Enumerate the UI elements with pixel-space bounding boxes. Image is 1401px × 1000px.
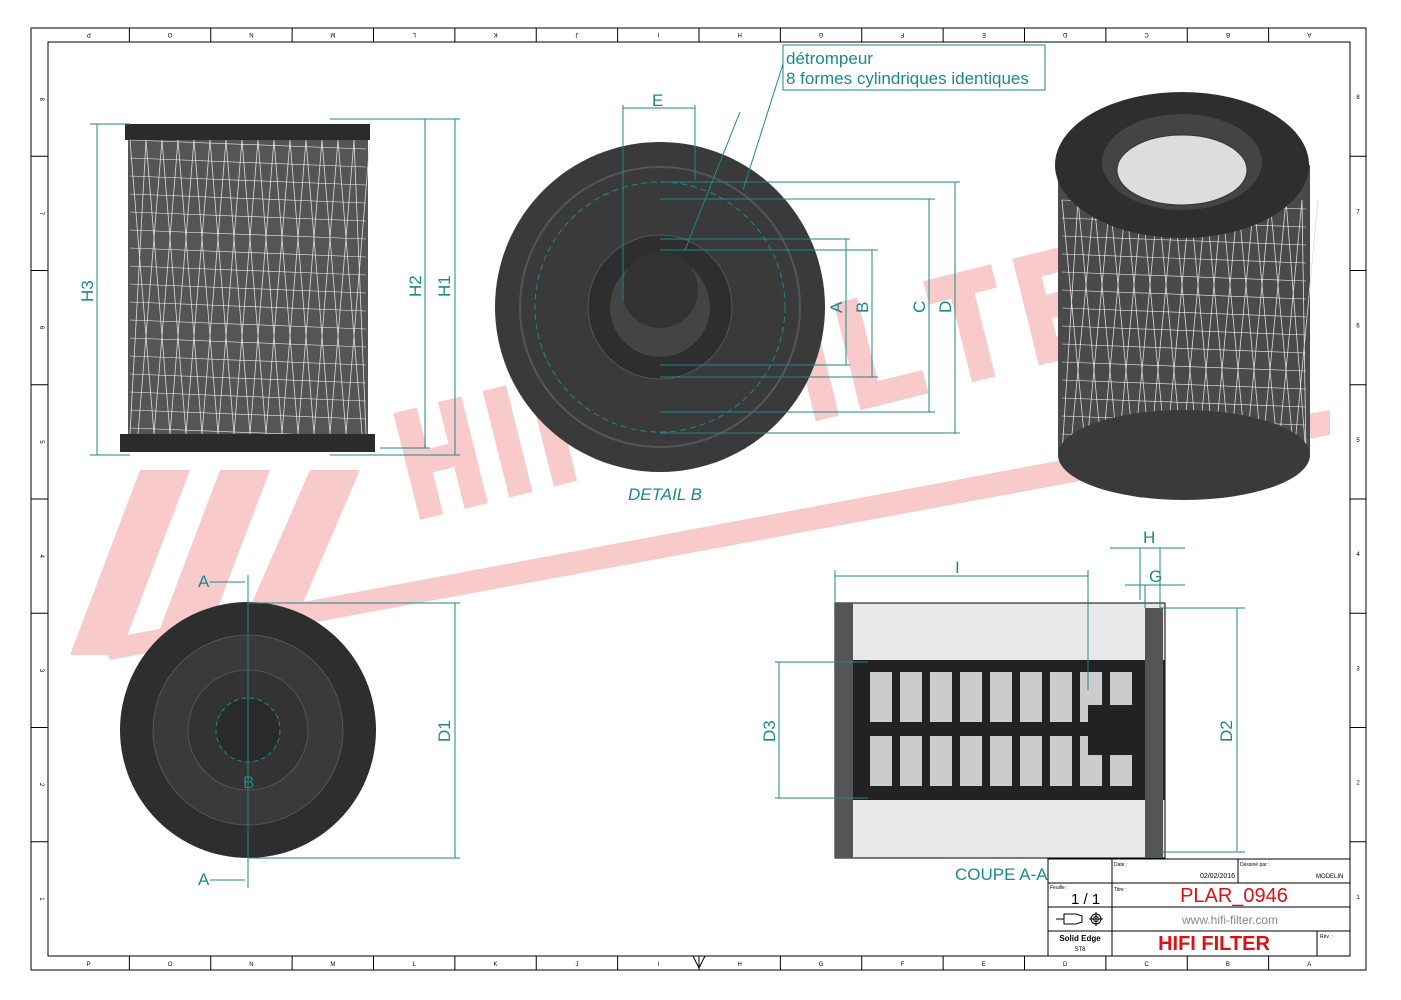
note-forms: 8 formes cylindriques identiques [786, 69, 1029, 88]
zone-label-right: 7 [1356, 209, 1360, 215]
zone-label-right: 5 [1356, 438, 1360, 444]
title-block: Date : 02/02/2016 Dessiné par : MODELIN … [1047, 858, 1351, 957]
dim-g: G [1149, 567, 1162, 586]
zone-label-right: 3 [1356, 666, 1360, 672]
zone-label-left: 4 [38, 554, 44, 558]
zone-label-top: E [982, 31, 986, 37]
software-version: ST8 [1074, 947, 1086, 953]
title-label: Titre : [1114, 887, 1127, 893]
dim-h: H [1143, 528, 1155, 547]
zone-label-top: B [1226, 31, 1230, 37]
zone-label-bottom: L [413, 962, 417, 968]
zone-label-left: 6 [38, 326, 44, 330]
zone-label-bottom: D [1063, 962, 1068, 968]
zone-label-left: 5 [38, 440, 44, 444]
sheet-value: 1 / 1 [1071, 891, 1100, 908]
zone-label-top: D [1062, 31, 1067, 37]
zone-label-bottom: C [1144, 962, 1149, 968]
projection-symbol-icon [1056, 912, 1103, 926]
note-detrompeur: détrompeur [786, 49, 873, 68]
section-label: COUPE A-A [955, 865, 1048, 884]
zone-label-left: 2 [38, 783, 44, 787]
dim-h2: H2 [406, 275, 425, 297]
dim-d3: D3 [760, 720, 779, 742]
zone-label-bottom: O [168, 962, 173, 968]
zone-label-bottom: M [330, 962, 335, 968]
zone-label-top: M [330, 31, 335, 37]
zone-label-right: 6 [1356, 324, 1360, 330]
zone-label-top: O [167, 31, 172, 37]
zone-label-bottom: E [982, 962, 986, 968]
date-value: 02/02/2016 [1200, 873, 1235, 880]
dim-a: A [827, 301, 846, 313]
drawn-by-label: Dessiné par : [1240, 862, 1269, 868]
border-zones: PPOONNMMLLKKJJIIHHGGFFEEDDCCBBAA88776655… [31, 28, 1366, 970]
website: www.hifi-filter.com [1181, 913, 1278, 927]
zone-label-top: J [575, 31, 578, 37]
section-marker-bottom: A [198, 870, 210, 889]
zone-label-top: I [657, 31, 659, 37]
section-view: I H G D2 D3 COUPE A-A [760, 528, 1245, 884]
rev-label: Rév. : [1320, 934, 1333, 940]
zone-label-top: F [900, 31, 904, 37]
zone-label-top: C [1144, 31, 1149, 37]
zone-label-top: H [738, 31, 742, 37]
section-marker-top: A [198, 572, 210, 591]
dim-h3: H3 [78, 280, 97, 302]
zone-label-bottom: I [657, 962, 659, 968]
dim-e: E [652, 91, 663, 110]
zone-label-bottom: B [1226, 962, 1230, 968]
zone-label-top: G [818, 31, 823, 37]
detail-b-view: E A B C D détrompeur 8 formes cylindriqu… [495, 44, 1046, 504]
zone-label-left: 8 [38, 97, 44, 101]
front-view: H3 H2 H1 [78, 118, 460, 456]
zone-label-bottom: H [738, 962, 742, 968]
dim-d1: D1 [435, 720, 454, 742]
detail-b-label: DETAIL B [628, 485, 702, 504]
detail-marker: B [243, 773, 254, 792]
zone-label-right: 1 [1356, 895, 1360, 901]
dim-b: B [853, 302, 872, 313]
drawn-by-value: MODELIN [1316, 874, 1343, 880]
bottom-view: A A B D1 [120, 572, 460, 889]
zone-label-left: 7 [38, 212, 44, 216]
zone-label-left: 3 [38, 669, 44, 673]
dim-d2: D2 [1217, 720, 1236, 742]
zone-label-bottom: F [901, 962, 905, 968]
zone-label-top: L [412, 31, 416, 37]
zone-label-bottom: P [87, 962, 91, 968]
dim-h1: H1 [435, 275, 454, 297]
software: Solid Edge [1059, 934, 1101, 943]
dim-i: I [955, 558, 960, 577]
company-name: HIFI FILTER [1158, 933, 1270, 955]
zone-label-bottom: J [575, 962, 578, 968]
zone-label-right: 8 [1356, 95, 1360, 101]
zone-label-top: A [1307, 31, 1311, 37]
date-label: Date : [1114, 862, 1127, 868]
dim-d: D [936, 301, 955, 313]
zone-label-bottom: A [1307, 962, 1311, 968]
zone-label-bottom: K [494, 962, 498, 968]
zone-label-bottom: N [249, 962, 253, 968]
zone-label-top: N [249, 31, 253, 37]
zone-label-right: 2 [1356, 781, 1360, 787]
zone-label-top: K [494, 31, 498, 37]
center-mark-icon [692, 955, 706, 970]
isometric-view [1055, 92, 1319, 500]
zone-label-right: 4 [1356, 552, 1360, 558]
zone-label-left: 1 [38, 897, 44, 901]
drawing-title: PLAR_0946 [1180, 885, 1288, 907]
zone-label-bottom: G [819, 962, 824, 968]
dim-c: C [910, 301, 929, 313]
sheet-label: Feuille : [1050, 885, 1068, 891]
zone-label-top: P [87, 31, 91, 37]
